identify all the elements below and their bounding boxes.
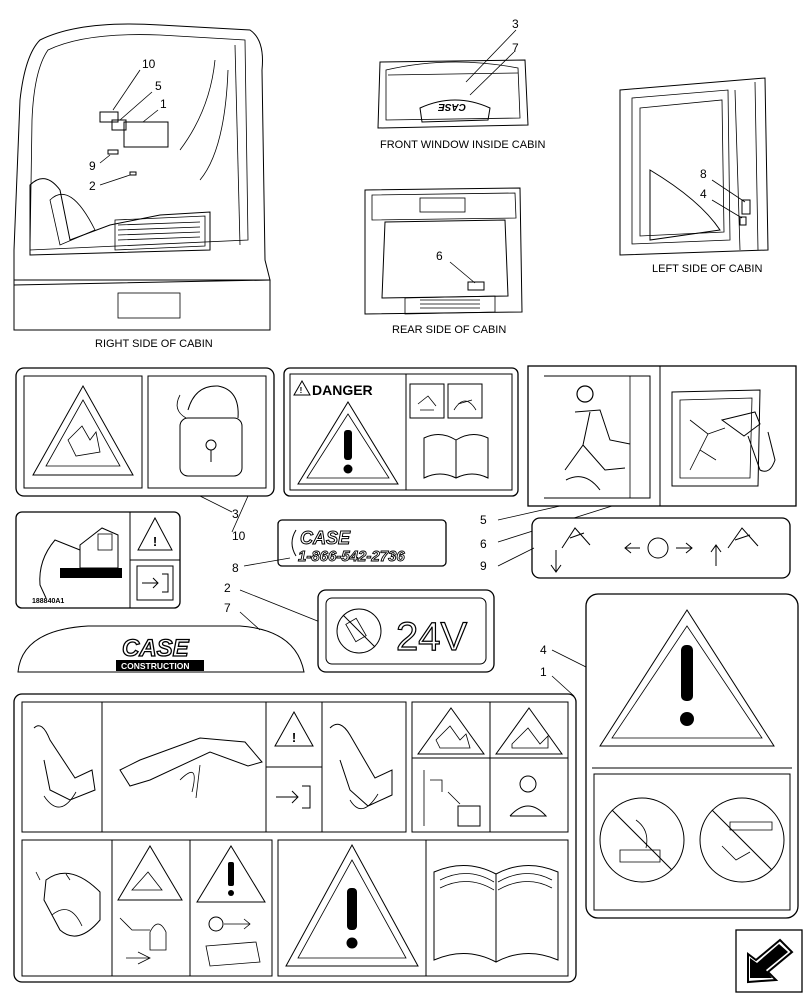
callout-6-rear: 6	[436, 249, 443, 263]
decal-8-phone: CASE 1-866-542-2736 8	[232, 519, 447, 575]
callout-7-front: 7	[512, 41, 519, 55]
right-side-cabin-view: 10 5 1 9 2 RIGHT SIDE OF CABIN	[13, 23, 271, 350]
callout-9-right: 9	[89, 159, 96, 173]
svg-text:!: !	[153, 534, 157, 549]
callout-1-decal: 1	[540, 665, 547, 679]
left-side-view: 8 4 LEFT SIDE OF CABIN	[619, 77, 769, 275]
callout-10-right: 10	[142, 57, 156, 71]
brand-construction: CONSTRUCTION	[121, 661, 189, 671]
caption-left-side: LEFT SIDE OF CABIN	[652, 263, 762, 275]
decal-3-hazard-lock	[15, 367, 275, 497]
decal-4-warning-panel: 4	[540, 593, 799, 919]
callout-2-decal: 2	[224, 581, 231, 595]
decal-2-24v: 2 24V	[224, 581, 495, 673]
callout-1-right: 1	[160, 97, 167, 111]
callout-9-decal: 9	[480, 559, 487, 573]
callout-2-right: 2	[89, 179, 96, 193]
callout-5-right: 5	[155, 79, 162, 93]
next-page-arrow-icon[interactable]	[735, 929, 803, 993]
phone-number: 1-866-542-2736	[298, 548, 405, 565]
callout-4-decal: 4	[540, 643, 547, 657]
rear-side-view: 6 REAR SIDE OF CABIN	[364, 187, 523, 336]
callout-3-decal: 3	[232, 507, 239, 521]
caption-front-window: FRONT WINDOW INSIDE CABIN	[380, 139, 545, 151]
decal-1-instruction-panel: 1 !	[13, 665, 577, 983]
caption-right-side: RIGHT SIDE OF CABIN	[95, 338, 213, 350]
decal-9-arrows: 9	[480, 517, 791, 579]
windshield-case-mark: CASE	[438, 101, 466, 112]
callout-10-decal: 10	[232, 529, 246, 543]
callout-8-decal: 8	[232, 561, 239, 575]
callout-7-decal: 7	[224, 601, 231, 615]
voltage-label: 24V	[396, 615, 467, 659]
decal-10-excavator: 188840A1 !	[15, 511, 181, 609]
callout-5-decal: 5	[480, 513, 487, 527]
decal-danger: ! DANGER	[283, 367, 519, 497]
callout-3-front: 3	[512, 17, 519, 31]
callout-4-left: 4	[700, 187, 707, 201]
caption-rear-side: REAR SIDE OF CABIN	[392, 324, 506, 336]
svg-text:!: !	[300, 386, 303, 395]
danger-word: DANGER	[312, 382, 373, 398]
brand-case: CASE	[122, 635, 190, 662]
decal-7-brand: 7 CASE CONSTRUCTION	[17, 601, 305, 673]
front-window-view: CASE 3 7 FRONT WINDOW INSIDE CABIN	[377, 17, 545, 151]
svg-text:!: !	[292, 730, 296, 745]
phone-brand: CASE	[300, 528, 351, 548]
decal-exit-breakglass	[527, 365, 797, 507]
callout-8-left: 8	[700, 167, 707, 181]
part-code: 188840A1	[32, 598, 64, 605]
callout-6-decal: 6	[480, 537, 487, 551]
